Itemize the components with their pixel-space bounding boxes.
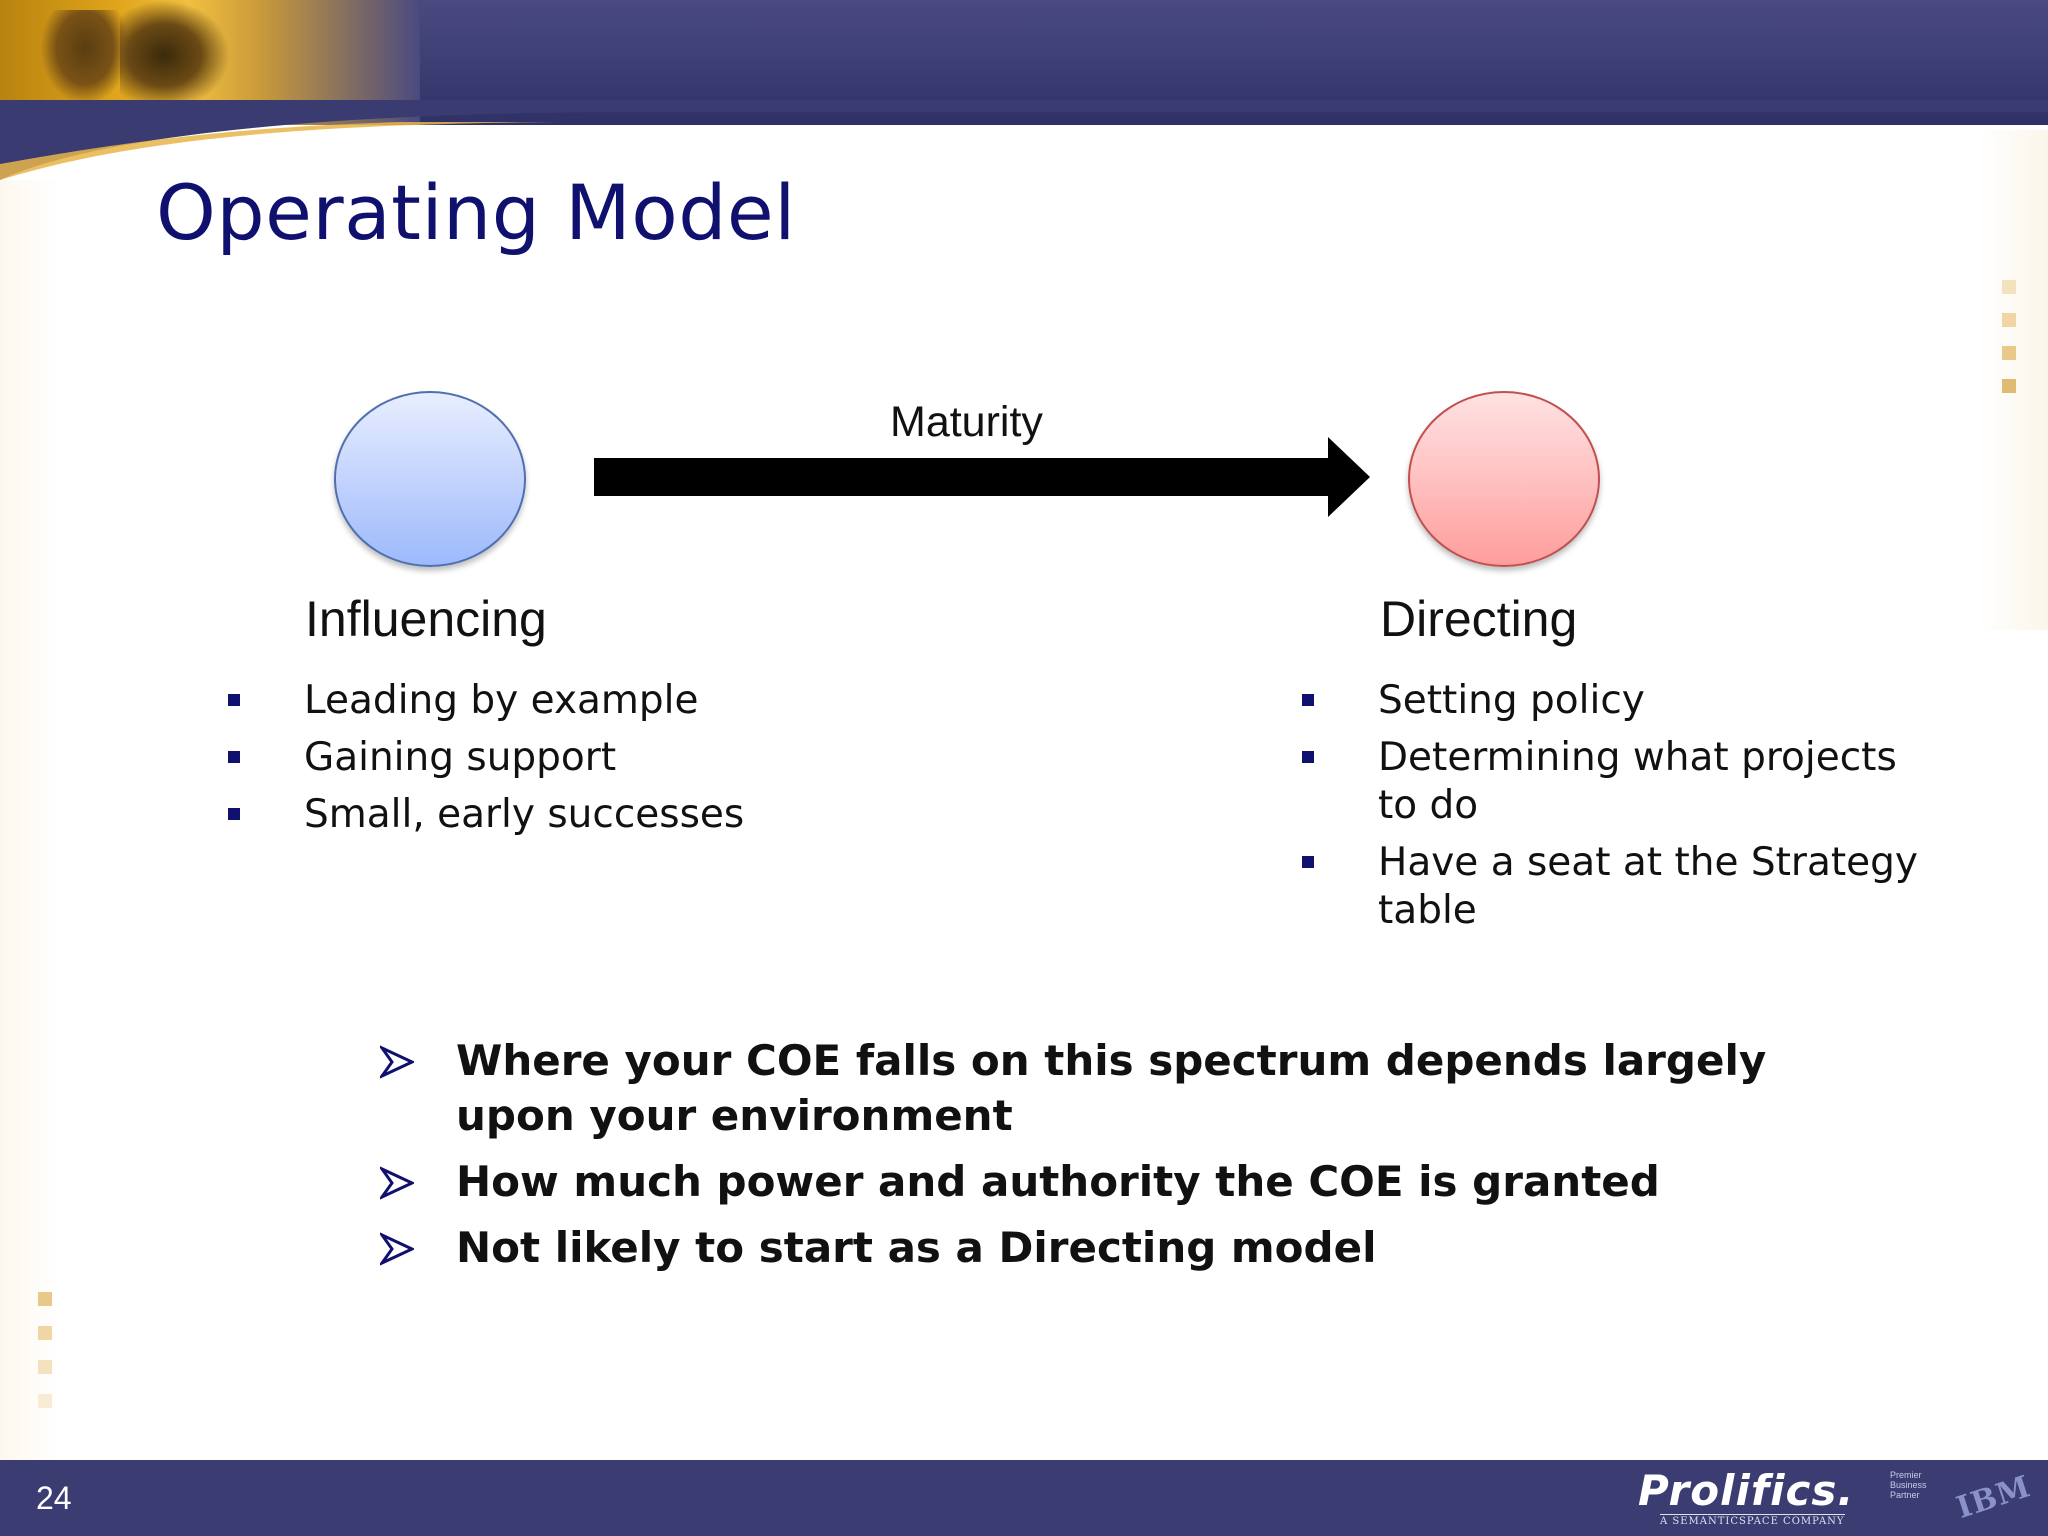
square-bullet-icon bbox=[228, 751, 240, 763]
list-item: Determining what projects to do bbox=[1300, 734, 1940, 830]
header-photo-figure bbox=[40, 10, 130, 105]
list-item-text: Leading by example bbox=[304, 678, 699, 723]
arrow-bullet-icon bbox=[380, 1232, 414, 1266]
directing-heading: Directing bbox=[1380, 591, 1578, 647]
list-item-text: Not likely to start as a Directing model bbox=[456, 1223, 1377, 1272]
decor-square bbox=[38, 1360, 52, 1374]
prolifics-logo: Prolifics. bbox=[1638, 1466, 1855, 1515]
list-item-text: Determining what projects to do bbox=[1378, 735, 1897, 828]
influencing-circle bbox=[334, 391, 526, 567]
maturity-label: Maturity bbox=[890, 398, 1043, 446]
left-decoration bbox=[0, 180, 60, 1460]
directing-list: Setting policy Determining what projects… bbox=[1300, 677, 1940, 944]
influencing-list: Leading by example Gaining support Small… bbox=[226, 677, 786, 848]
list-item: Have a seat at the Strategy table bbox=[1300, 839, 1940, 935]
header-swoosh bbox=[0, 100, 2048, 180]
decor-square bbox=[38, 1394, 52, 1408]
square-bullet-icon bbox=[1302, 751, 1314, 763]
maturity-arrow bbox=[594, 437, 1370, 517]
square-bullet-icon bbox=[228, 694, 240, 706]
arrow-bullet-icon bbox=[380, 1045, 414, 1079]
directing-circle bbox=[1408, 391, 1600, 567]
ibm-logo: IBM bbox=[1952, 1469, 2036, 1526]
list-item-text: Gaining support bbox=[304, 735, 617, 780]
decor-square bbox=[2002, 346, 2016, 360]
list-item-text: Setting policy bbox=[1378, 678, 1645, 723]
partner-text: Premier Business Partner bbox=[1890, 1470, 1927, 1500]
decor-square bbox=[2002, 280, 2016, 294]
decor-square bbox=[38, 1292, 52, 1306]
footer-bar: 24 Prolifics. A SEMANTICSPACE COMPANY Pr… bbox=[0, 1460, 2048, 1536]
arrow-bullet-icon bbox=[380, 1166, 414, 1200]
list-item: Where your COE falls on this spectrum de… bbox=[378, 1033, 1808, 1143]
header-photo-figure bbox=[120, 0, 230, 110]
square-bullet-icon bbox=[1302, 694, 1314, 706]
decor-square bbox=[38, 1326, 52, 1340]
list-item: Not likely to start as a Directing model bbox=[378, 1220, 1808, 1275]
influencing-heading: Influencing bbox=[305, 591, 547, 647]
decor-square bbox=[2002, 313, 2016, 327]
list-item-text: Where your COE falls on this spectrum de… bbox=[456, 1036, 1767, 1140]
slide-title: Operating Model bbox=[156, 168, 796, 257]
square-bullet-icon bbox=[1302, 856, 1314, 868]
list-item: How much power and authority the COE is … bbox=[378, 1154, 1808, 1209]
list-item-text: Have a seat at the Strategy table bbox=[1378, 840, 1918, 933]
list-item: Leading by example bbox=[226, 677, 786, 725]
ibm-partner-badge: Premier Business Partner IBM bbox=[1886, 1466, 2035, 1528]
decor-square bbox=[2002, 379, 2016, 393]
list-item-text: How much power and authority the COE is … bbox=[456, 1157, 1660, 1206]
square-bullet-icon bbox=[228, 808, 240, 820]
key-points-list: Where your COE falls on this spectrum de… bbox=[378, 1033, 1808, 1286]
list-item: Gaining support bbox=[226, 734, 786, 782]
list-item: Small, early successes bbox=[226, 791, 786, 839]
list-item: Setting policy bbox=[1300, 677, 1940, 725]
prolifics-tagline: A SEMANTICSPACE COMPANY bbox=[1660, 1514, 1845, 1527]
list-item-text: Small, early successes bbox=[304, 792, 745, 837]
page-number: 24 bbox=[36, 1480, 72, 1516]
